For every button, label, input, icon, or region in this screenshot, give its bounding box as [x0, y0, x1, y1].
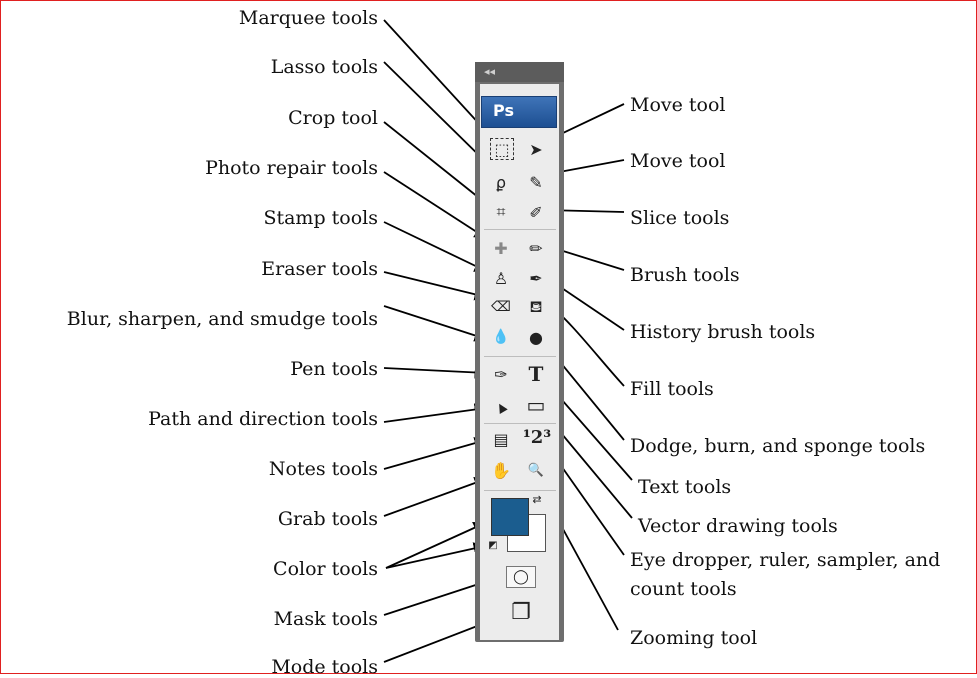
- arrow-crop: [383, 121, 489, 206]
- label-notes-tools: Notes tools: [268, 458, 378, 480]
- label-move-tool: Move tool: [630, 94, 726, 116]
- shape-tool-icon[interactable]: ▭: [526, 393, 546, 417]
- palette-title-bar: ◂◂: [475, 62, 564, 82]
- slice-tool-icon[interactable]: ✐: [529, 202, 543, 222]
- history-brush-tool-icon[interactable]: ✒: [529, 268, 543, 288]
- notes-tool-icon[interactable]: ▤: [493, 429, 509, 449]
- move-tool-icon[interactable]: ➤: [529, 139, 543, 159]
- zoom-tool-icon[interactable]: 🔍: [527, 462, 545, 478]
- arrow-path: [383, 403, 488, 423]
- palette-separator: [484, 423, 556, 424]
- label-move-tool-2: Move tool: [630, 150, 726, 172]
- screen-mode-icon[interactable]: ❐: [511, 599, 531, 625]
- label-zooming-tool: Zooming tool: [630, 627, 758, 649]
- tool-palette: ◂◂: [475, 62, 564, 642]
- arrow-pen: [383, 366, 488, 379]
- arrow-notes: [383, 437, 488, 470]
- count-tool-icon[interactable]: ¹2³: [522, 426, 552, 448]
- blur-tool-icon[interactable]: 💧: [492, 329, 510, 345]
- arrow-eraser: [383, 271, 488, 301]
- label-eyedropper-tools-cont: count tools: [630, 578, 737, 600]
- quick-selection-tool-icon[interactable]: ✎: [529, 172, 543, 192]
- label-marquee-tools: Marquee tools: [238, 7, 378, 29]
- ps-badge: Ps: [481, 96, 557, 128]
- label-stamp-tools: Stamp tools: [263, 207, 378, 229]
- default-colors-icon[interactable]: ◩: [488, 539, 498, 551]
- label-crop-tool: Crop tool: [288, 107, 378, 129]
- arrow-grab: [383, 476, 488, 517]
- marquee-tool-icon[interactable]: ⬚: [490, 138, 514, 160]
- brush-tool-icon[interactable]: ✏: [529, 238, 543, 258]
- collapse-icon[interactable]: ◂◂: [484, 65, 496, 78]
- fill-tool-icon[interactable]: ⛾: [529, 296, 543, 316]
- pen-tool-icon[interactable]: ✑: [494, 364, 508, 384]
- arrow-color-a: [385, 521, 487, 569]
- dodge-tool-icon[interactable]: ●: [529, 327, 543, 347]
- label-mask-tools: Mask tools: [273, 608, 378, 630]
- arrow-color-b: [385, 542, 487, 569]
- label-brush-tools: Brush tools: [630, 264, 740, 286]
- healing-brush-tool-icon[interactable]: ✚: [494, 238, 508, 258]
- arrow-stamp: [383, 221, 488, 272]
- label-color-tools: Color tools: [273, 558, 378, 580]
- arrow-blur: [383, 305, 488, 342]
- label-path-direction-tools: Path and direction tools: [148, 408, 378, 430]
- label-text-tools: Text tools: [638, 476, 732, 498]
- label-pen-tools: Pen tools: [290, 358, 378, 380]
- label-vector-drawing-tools: Vector drawing tools: [638, 515, 838, 537]
- eraser-tool-icon[interactable]: ⌫: [491, 299, 511, 315]
- label-grab-tools: Grab tools: [277, 508, 378, 530]
- quick-mask-icon[interactable]: ◯: [506, 566, 536, 588]
- label-dodge-burn-sponge-tools: Dodge, burn, and sponge tools: [630, 435, 926, 457]
- foreground-color-swatch[interactable]: [491, 498, 529, 536]
- crop-tool-icon[interactable]: ⌗: [496, 202, 506, 221]
- label-photo-repair-tools: Photo repair tools: [205, 157, 378, 179]
- ps-logo-text: Ps: [493, 101, 514, 120]
- type-tool-icon[interactable]: T: [528, 362, 544, 386]
- palette-separator: [484, 356, 556, 357]
- palette-separator: [484, 229, 556, 230]
- label-fill-tools: Fill tools: [630, 378, 714, 400]
- stamp-tool-icon[interactable]: ♙: [493, 268, 509, 288]
- label-mode-tools: Mode tools: [271, 656, 378, 678]
- label-slice-tools: Slice tools: [630, 207, 730, 229]
- label-eyedropper-tools: Eye dropper, ruler, sampler, and: [630, 549, 941, 571]
- lasso-tool-icon[interactable]: ϼ: [495, 172, 507, 192]
- label-history-brush-tools: History brush tools: [630, 321, 816, 343]
- palette-separator: [484, 490, 556, 491]
- label-eraser-tools: Eraser tools: [261, 258, 378, 280]
- swap-colors-icon[interactable]: ⇄: [532, 492, 542, 506]
- label-lasso-tools: Lasso tools: [270, 56, 378, 78]
- arrow-photo-repair: [383, 171, 488, 239]
- label-blur-sharpen-smudge-tools: Blur, sharpen, and smudge tools: [66, 308, 378, 330]
- hand-tool-icon[interactable]: ✋: [491, 460, 511, 480]
